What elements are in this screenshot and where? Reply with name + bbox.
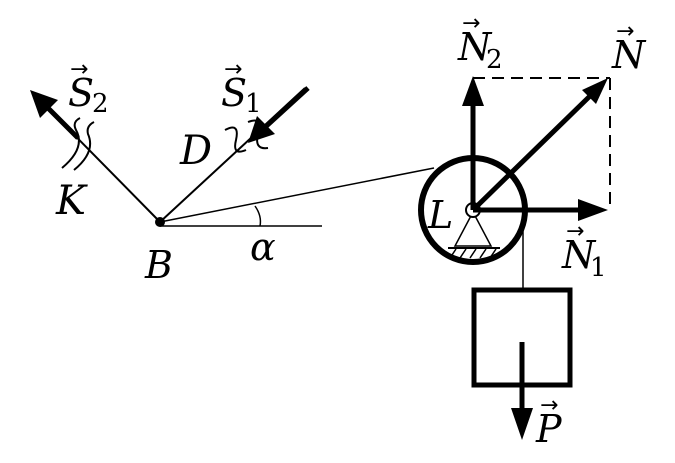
vector-n2-arrowhead (462, 76, 484, 106)
label-p: → P (535, 393, 563, 451)
label-b: B (144, 243, 173, 287)
svg-text:→: → (616, 19, 634, 44)
svg-text:→: → (224, 57, 242, 82)
label-s2: → S 2 (68, 57, 109, 119)
vector-s2-arrowhead (30, 90, 58, 118)
svg-text:2: 2 (92, 89, 109, 119)
pulley-support (453, 210, 493, 247)
vector-n1-arrowhead (578, 199, 608, 221)
force-parallelogram (473, 77, 611, 210)
label-d: D (179, 128, 212, 174)
cut-mark-d (224, 119, 269, 153)
vector-s1-shaft (260, 86, 310, 132)
label-l: L (427, 193, 453, 237)
rope-b-to-pulley (159, 167, 435, 223)
svg-text:1: 1 (590, 253, 607, 283)
ground-hatch (449, 248, 497, 259)
svg-text:1: 1 (245, 89, 262, 119)
svg-text:→: → (540, 393, 558, 418)
vector-n-shaft (471, 94, 592, 212)
svg-text:N: N (561, 233, 597, 277)
cut-mark-k (61, 117, 95, 171)
svg-text:2: 2 (486, 45, 503, 75)
svg-text:S: S (68, 71, 94, 115)
vector-p-arrowhead (511, 408, 533, 440)
vector-s2-shaft (43, 103, 80, 140)
svg-text:N: N (457, 25, 493, 69)
vector-s1-arrowhead (248, 116, 275, 143)
vector-n-arrowhead (582, 78, 608, 104)
label-k: K (55, 178, 88, 224)
label-n: → N (611, 19, 647, 77)
svg-text:N: N (611, 33, 647, 77)
label-s1: → S 1 (221, 57, 262, 119)
label-n1: → N 1 (561, 219, 607, 283)
svg-text:→: → (462, 11, 480, 36)
label-alpha: α (250, 225, 276, 269)
svg-text:P: P (535, 407, 563, 451)
angle-alpha-arc (254, 205, 262, 227)
svg-text:S: S (221, 71, 247, 115)
svg-text:→: → (70, 57, 88, 82)
label-n2: → N 2 (457, 11, 503, 75)
svg-text:→: → (566, 219, 584, 244)
